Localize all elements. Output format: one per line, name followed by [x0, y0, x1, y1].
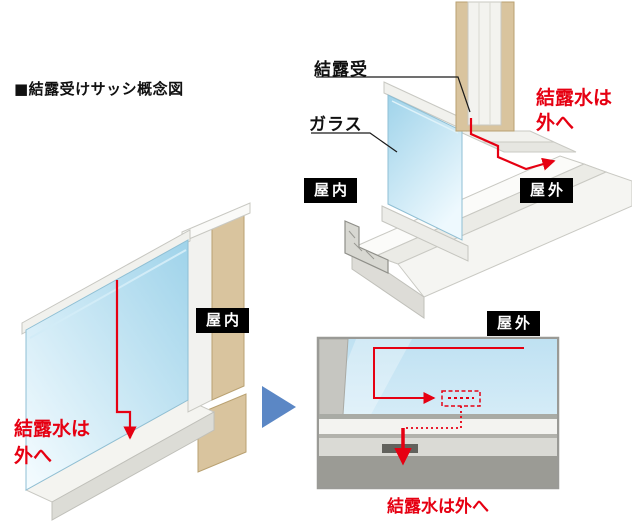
water-flow-arrow-bottom-left: [115, 280, 137, 440]
transition-arrow: [262, 386, 296, 428]
diagram-title: ■結露受けサッシ概念図: [14, 80, 184, 98]
inset-sill-rails: [319, 414, 557, 487]
badge-indoor-bottom-left: 屋内: [196, 308, 250, 333]
badge-indoor-top: 屋内: [304, 178, 358, 203]
flow-note-top: 結露水は 外へ: [536, 87, 613, 135]
inset-detail-view: [316, 336, 560, 490]
inset-caption: 結露水は外へ: [387, 497, 489, 517]
bottom-left-window-diagram: [21, 202, 251, 521]
window-jamb-top: [455, 1, 515, 132]
window-sill-bottom-left: [24, 399, 216, 521]
glass-pane-bottom-left: [21, 229, 191, 491]
label-glass: ガラス: [309, 115, 363, 135]
pointer-line-condensation-receiver: [316, 76, 471, 113]
badge-outdoor-top: 屋外: [520, 178, 574, 203]
top-window-diagram: [311, 1, 632, 319]
drain-outlet-slot: [382, 444, 418, 453]
condensation-receiver-profile: [344, 220, 389, 274]
glass-reflection: [324, 339, 412, 420]
flow-note-bottom-left: 結露水は 外へ: [14, 418, 91, 467]
pointer-line-glass: [311, 132, 398, 153]
water-flow-arrow-top: [469, 118, 556, 171]
badge-outdoor-inset: 屋外: [487, 311, 541, 336]
inset-water-flow: [373, 347, 524, 466]
label-condensation-receiver: 結露受: [314, 60, 368, 80]
